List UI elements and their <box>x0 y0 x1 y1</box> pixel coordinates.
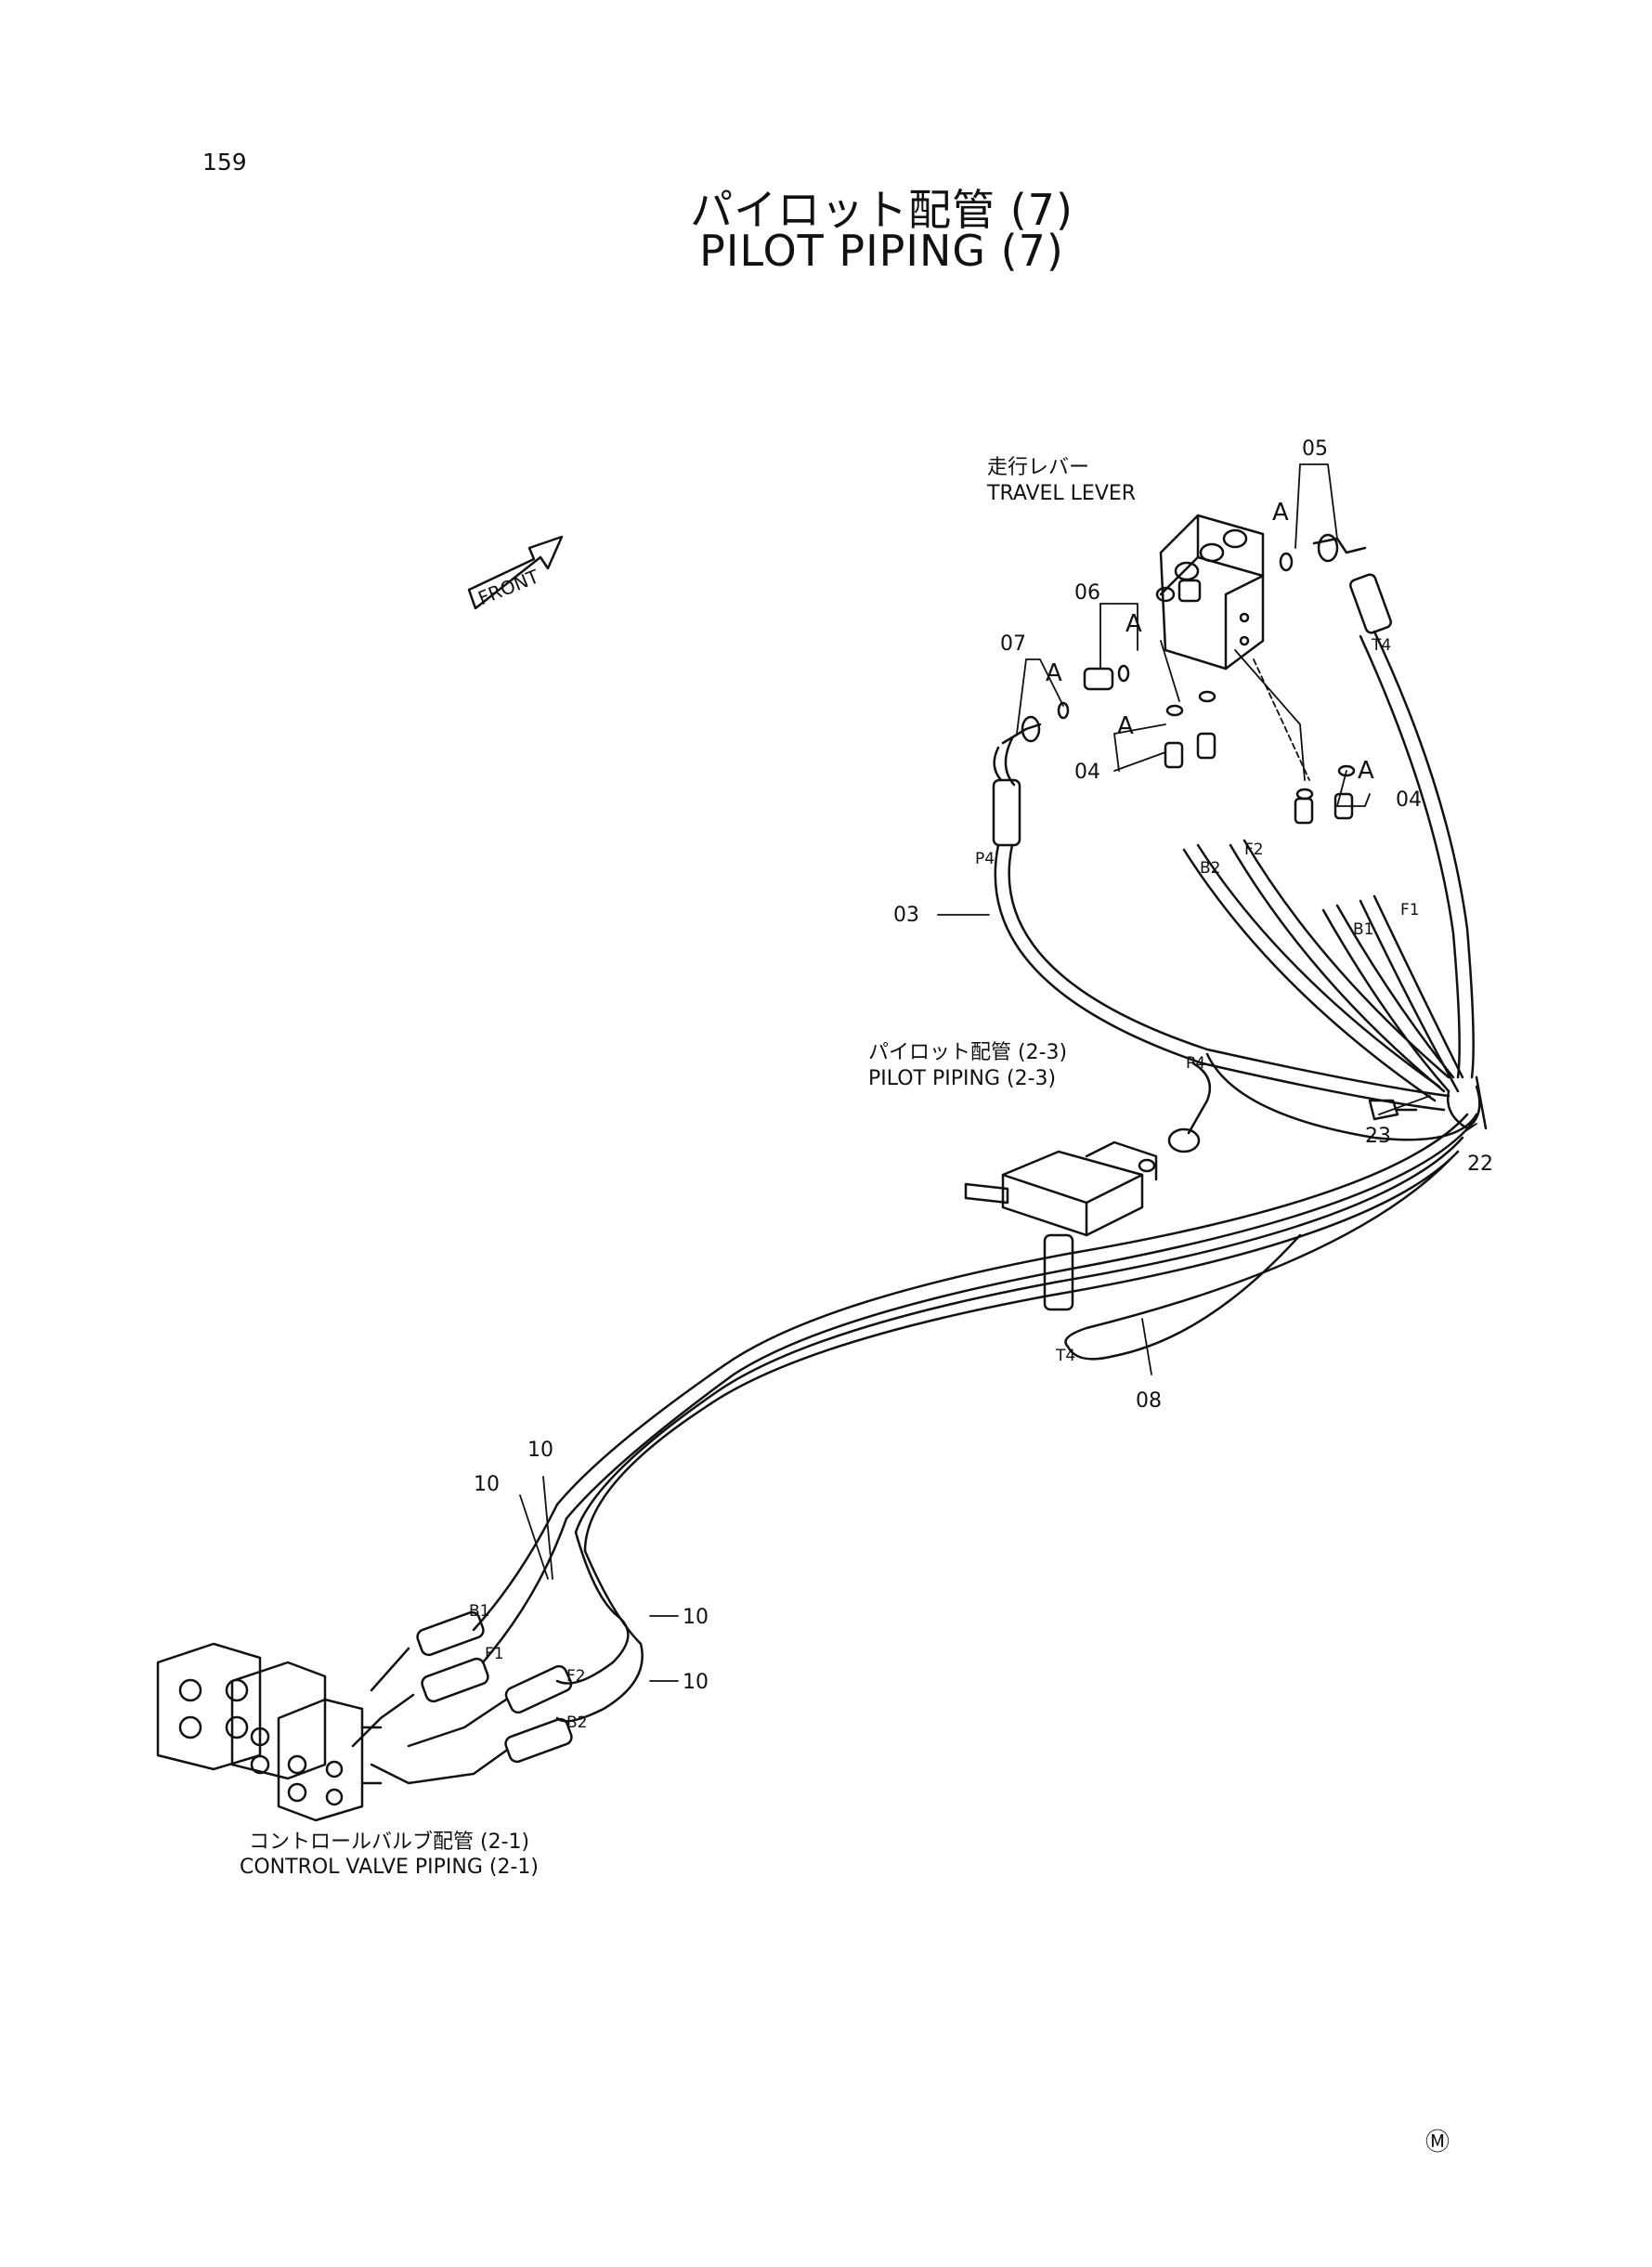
control-valve-label-en: CONTROL VALVE PIPING (2-1) <box>240 1856 539 1879</box>
pilot-piping-label-ja: パイロット配管 (2-3) <box>868 1041 1067 1064</box>
callout-05: 05 <box>1302 437 1328 461</box>
callout-04-left: 04 <box>1074 761 1100 784</box>
callout-23: 23 <box>1365 1125 1391 1148</box>
travel-lever-label-en: TRAVEL LEVER <box>986 482 1136 505</box>
valve-fittings <box>351 1610 573 1785</box>
callout-07: 07 <box>1000 632 1026 656</box>
marker-a-1: A <box>1272 499 1289 527</box>
callout-06: 06 <box>1074 581 1100 605</box>
labels: 走行レバー TRAVEL LEVER パイロット配管 (2-3) PILOT P… <box>240 437 1493 2156</box>
port-p4-mid: P4 <box>1186 1054 1205 1073</box>
port-p4-left: P4 <box>975 850 995 868</box>
marker-a-4: A <box>1117 712 1134 740</box>
callout-03: 03 <box>893 904 919 927</box>
hose-bundle <box>472 630 1478 1723</box>
callout-08: 08 <box>1136 1389 1162 1413</box>
page-title-japanese: パイロット配管 (7) <box>690 185 1073 235</box>
clamp-and-bolt <box>1368 1075 1488 1130</box>
travel-lever <box>1155 514 1265 671</box>
travel-lever-label-ja: 走行レバー <box>987 456 1089 479</box>
port-b1-bottom: B1 <box>469 1602 489 1621</box>
port-b2-bottom: B2 <box>566 1713 587 1732</box>
control-valve-block <box>156 1642 383 1822</box>
callout-10-b: 10 <box>474 1473 500 1496</box>
marker-a-2: A <box>1125 610 1142 638</box>
port-b2-top: B2 <box>1200 859 1220 878</box>
page-title-english: PILOT PIPING (7) <box>699 226 1064 276</box>
marker-a-3: A <box>1046 659 1062 687</box>
pilot-valve-block <box>964 1062 1212 1311</box>
port-f1-bottom: F1 <box>485 1645 504 1663</box>
pilot-piping-label-en: PILOT PIPING (2-3) <box>868 1067 1056 1090</box>
port-t4-mid: T4 <box>1055 1347 1075 1365</box>
front-arrow: FRONT <box>467 535 564 609</box>
page-number: 159 <box>202 149 247 176</box>
port-f1-top: F1 <box>1400 901 1420 919</box>
callout-10-a: 10 <box>527 1439 553 1462</box>
control-valve-label-ja: コントロールバルブ配管 (2-1) <box>249 1831 529 1854</box>
callout-22: 22 <box>1467 1153 1493 1176</box>
callout-04-right: 04 <box>1396 788 1422 812</box>
port-f2-bottom: F2 <box>566 1667 586 1686</box>
callout-10-c: 10 <box>683 1606 709 1629</box>
marker-a-5: A <box>1358 757 1374 785</box>
port-b1-top: B1 <box>1353 920 1373 939</box>
manufacturer-mark: Ⓜ <box>1425 2129 1450 2156</box>
callout-10-d: 10 <box>683 1671 709 1694</box>
port-t4-top: T4 <box>1371 636 1391 655</box>
fittings-upper <box>992 533 1392 847</box>
port-f2-top: F2 <box>1244 840 1264 859</box>
